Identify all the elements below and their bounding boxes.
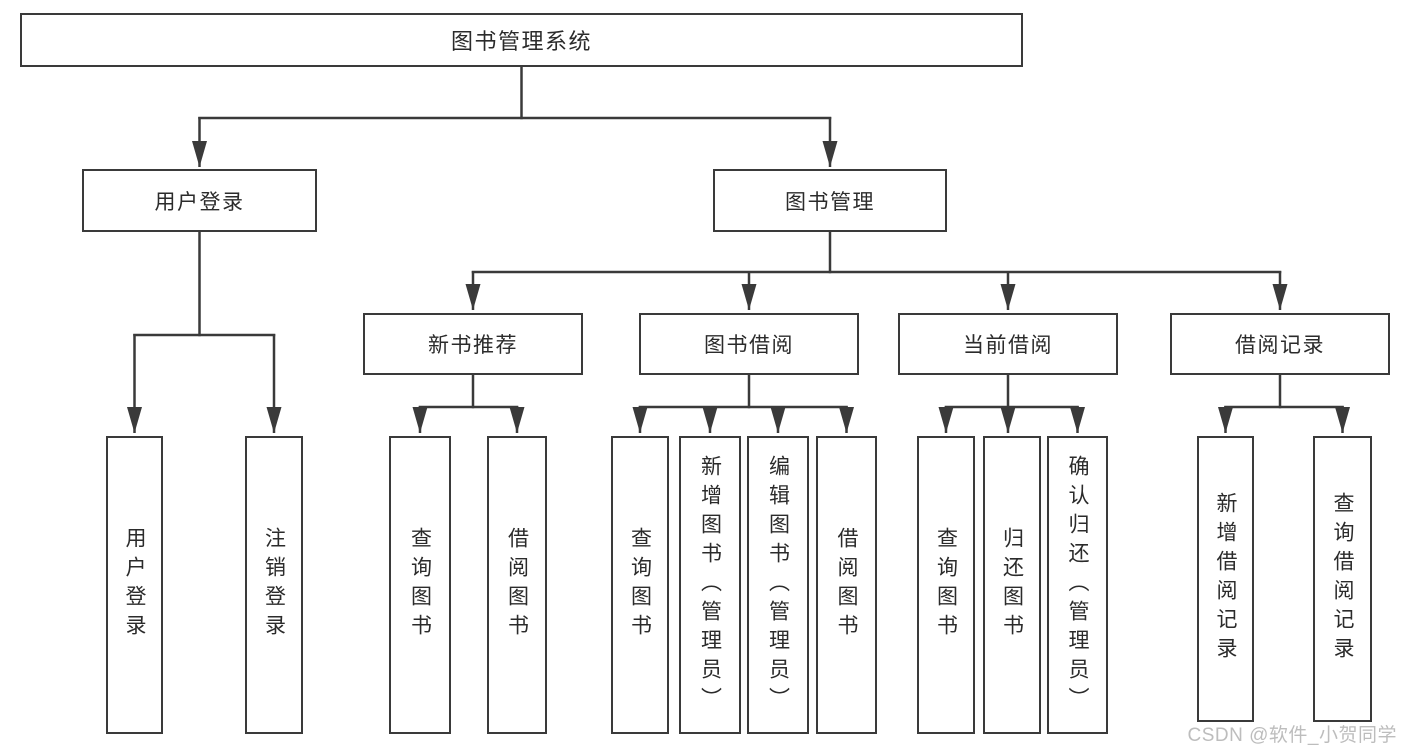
leaf-logout-login: 注销登录 — [245, 436, 303, 734]
leaf-nb-borrow-books-label: 借阅图书 — [505, 527, 529, 643]
node-book-borrow-label: 图书借阅 — [704, 334, 794, 357]
leaf-bb-edit-books-admin-label: 编辑图书（管理员） — [766, 454, 790, 716]
leaf-logout-login-label: 注销登录 — [262, 527, 286, 643]
node-book-mgmt-label: 图书管理 — [785, 190, 875, 214]
node-root-system: 图书管理系统 — [20, 13, 1023, 67]
node-user-login: 用户登录 — [82, 169, 317, 232]
leaf-bb-query-books: 查询图书 — [611, 436, 669, 734]
node-root-label: 图书管理系统 — [450, 29, 592, 54]
node-new-book-rec: 新书推荐 — [363, 313, 583, 375]
node-current-borrow: 当前借阅 — [898, 313, 1118, 375]
leaf-cb-confirm-return-admin-label: 确认归还（管理员） — [1066, 454, 1089, 716]
leaf-br-query-record: 查询借阅记录 — [1313, 436, 1372, 722]
leaf-bb-query-books-label: 查询图书 — [628, 527, 652, 643]
node-borrow-records: 借阅记录 — [1170, 313, 1390, 375]
watermark: CSDN @软件_小贺同学 — [1187, 725, 1397, 746]
leaf-br-query-record-label: 查询借阅记录 — [1331, 492, 1354, 666]
edge-user-login-to-leaves — [127, 231, 282, 433]
leaf-nb-borrow-books: 借阅图书 — [487, 436, 547, 734]
edge-book-borrow-to-leaves — [632, 374, 854, 433]
leaf-nb-query-books: 查询图书 — [389, 436, 451, 734]
leaf-br-add-record-label: 新增借阅记录 — [1214, 492, 1237, 666]
leaf-bb-borrow-books-label: 借阅图书 — [835, 527, 858, 643]
node-user-login-label: 用户登录 — [154, 190, 245, 214]
leaf-nb-query-books-label: 查询图书 — [408, 527, 432, 643]
leaf-cb-return-books: 归还图书 — [983, 436, 1041, 734]
edge-root-to-level1 — [192, 67, 838, 167]
node-current-borrow-label: 当前借阅 — [963, 334, 1053, 357]
leaf-bb-add-books-admin: 新增图书（管理员） — [679, 436, 741, 734]
leaf-bb-edit-books-admin: 编辑图书（管理员） — [747, 436, 809, 734]
leaf-bb-add-books-admin-label: 新增图书（管理员） — [698, 454, 722, 716]
edge-new-book-rec-to-leaves — [412, 374, 525, 433]
edge-book-mgmt-to-level2 — [465, 231, 1288, 310]
edge-borrow-records-to-leaves — [1218, 374, 1350, 433]
node-book-mgmt: 图书管理 — [713, 169, 947, 232]
node-book-borrow: 图书借阅 — [639, 313, 859, 375]
leaf-cb-return-books-label: 归还图书 — [1000, 527, 1024, 643]
leaf-bb-borrow-books: 借阅图书 — [816, 436, 877, 734]
leaf-cb-confirm-return-admin: 确认归还（管理员） — [1047, 436, 1108, 734]
edge-current-borrow-to-leaves — [938, 374, 1085, 433]
leaf-br-add-record: 新增借阅记录 — [1197, 436, 1254, 722]
leaf-user-login-label: 用户登录 — [123, 527, 146, 643]
node-borrow-records-label: 借阅记录 — [1235, 334, 1325, 357]
node-new-book-rec-label: 新书推荐 — [428, 334, 518, 357]
leaf-cb-query-books-label: 查询图书 — [934, 527, 958, 643]
leaf-cb-query-books: 查询图书 — [917, 436, 975, 734]
leaf-user-login: 用户登录 — [106, 436, 163, 734]
